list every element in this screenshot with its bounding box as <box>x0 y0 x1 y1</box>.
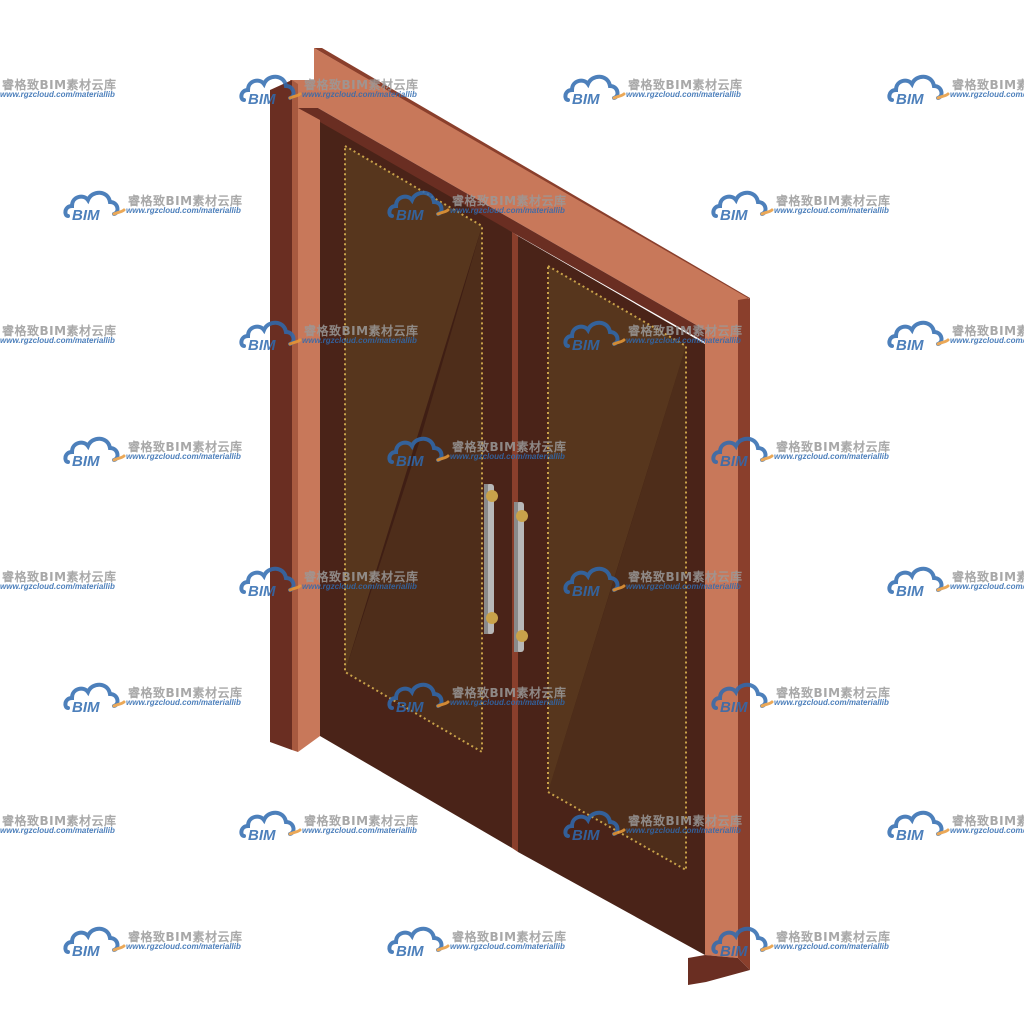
glass-panel-right-tint-a <box>548 266 686 792</box>
door-handle-left[interactable] <box>484 484 498 634</box>
glass-panel-right-tint-b <box>548 346 686 870</box>
frame-right-jamb-shadow <box>688 955 750 985</box>
frame-top-lintel <box>290 48 748 330</box>
glass-panel-left-tint-b <box>345 226 482 752</box>
frame-right-jamb-front <box>705 330 738 958</box>
door-handle-right[interactable] <box>514 502 528 652</box>
frame-top-lintel-shade <box>298 108 705 342</box>
frame-left-jamb-outer <box>270 80 292 750</box>
frame-left-jamb-face <box>292 80 298 752</box>
glass-panel-right-bead <box>547 264 687 872</box>
glass-panel-left-tint-a <box>345 146 482 672</box>
frame-left-jamb-front <box>298 108 320 752</box>
frame-right-jamb-side <box>738 298 750 970</box>
frame-top-face <box>314 48 750 298</box>
